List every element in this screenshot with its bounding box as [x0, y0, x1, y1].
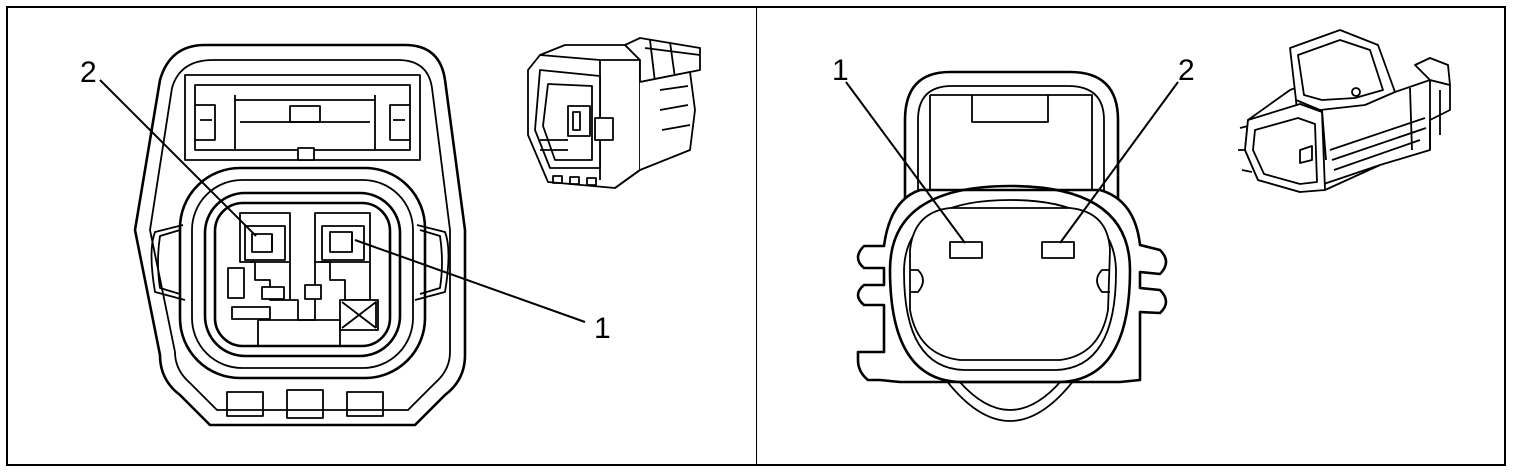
right-connector-face — [856, 70, 1168, 422]
callout-label-1: 1 — [832, 54, 849, 87]
left-callout-1: 1 — [354, 239, 611, 345]
callout-label-1: 1 — [594, 312, 611, 345]
male-connector-perspective-icon — [1238, 29, 1451, 193]
right-callout-1: 1 — [832, 54, 966, 244]
left-callout-2: 2 — [80, 56, 257, 237]
panel-divider — [756, 6, 757, 466]
right-callout-2: 2 — [1059, 54, 1195, 244]
female-connector-perspective-icon — [527, 37, 701, 189]
pin-2 — [1041, 241, 1075, 259]
left-connector-face — [133, 43, 467, 427]
callout-label-2: 2 — [80, 56, 97, 89]
callout-label-2: 2 — [1178, 54, 1195, 87]
pin-1 — [949, 241, 983, 259]
